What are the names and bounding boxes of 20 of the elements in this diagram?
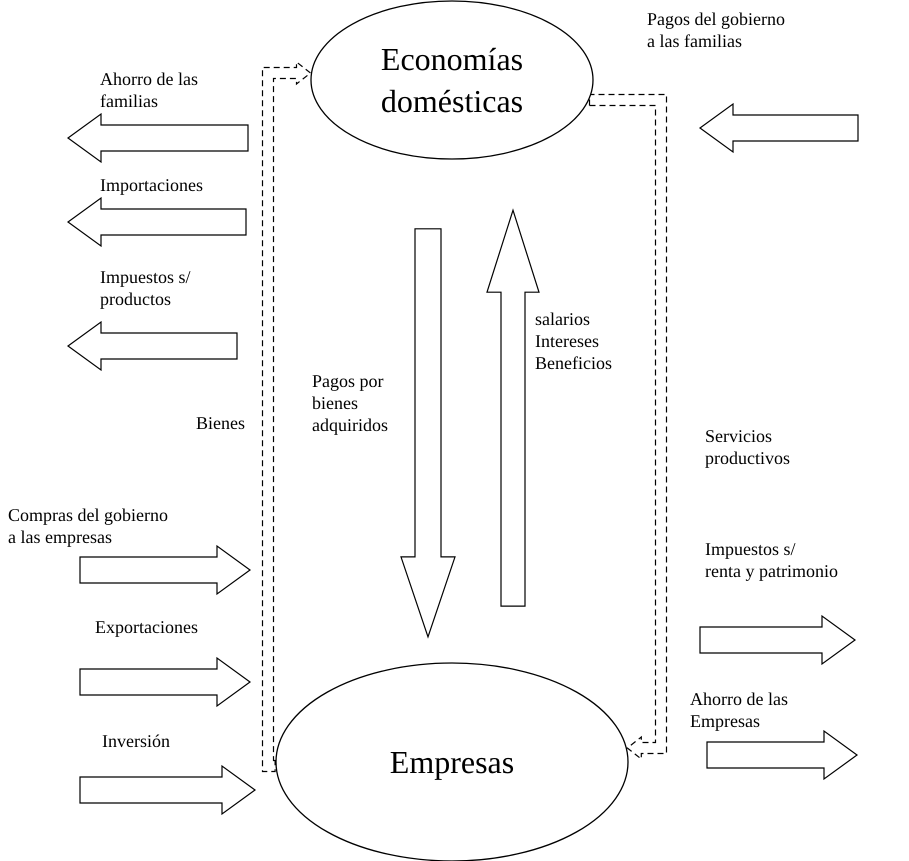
dashed-flow-arrow <box>262 60 312 772</box>
ellipse-node <box>310 0 594 160</box>
edge-label: Pagos por bienes adquiridos <box>312 370 388 436</box>
flow-label: Pagos del gobierno a las familias <box>647 8 785 52</box>
edge-label: salarios Intereses Beneficios <box>535 308 612 374</box>
flow-label: Compras del gobierno a las empresas <box>8 504 168 548</box>
flow-label: Importaciones <box>100 174 203 196</box>
flow-arrow <box>486 208 540 607</box>
edge-label: Servicios productivos <box>705 425 790 469</box>
dashed-flow-arrow <box>588 94 668 760</box>
flow-label: Impuestos s/ renta y patrimonio <box>705 538 838 582</box>
node-label: Empresas <box>388 743 516 782</box>
flow-label: Ahorro de las Empresas <box>690 688 788 732</box>
flow-label: Inversión <box>102 730 170 752</box>
flow-label: Impuestos s/ productos <box>100 266 191 310</box>
flow-label: Ahorro de las familias <box>100 68 198 112</box>
flow-arrow <box>400 228 456 639</box>
flow-label: Exportaciones <box>95 616 198 638</box>
node-label: Economías domésticas <box>380 40 524 121</box>
edge-label: Bienes <box>196 412 245 434</box>
